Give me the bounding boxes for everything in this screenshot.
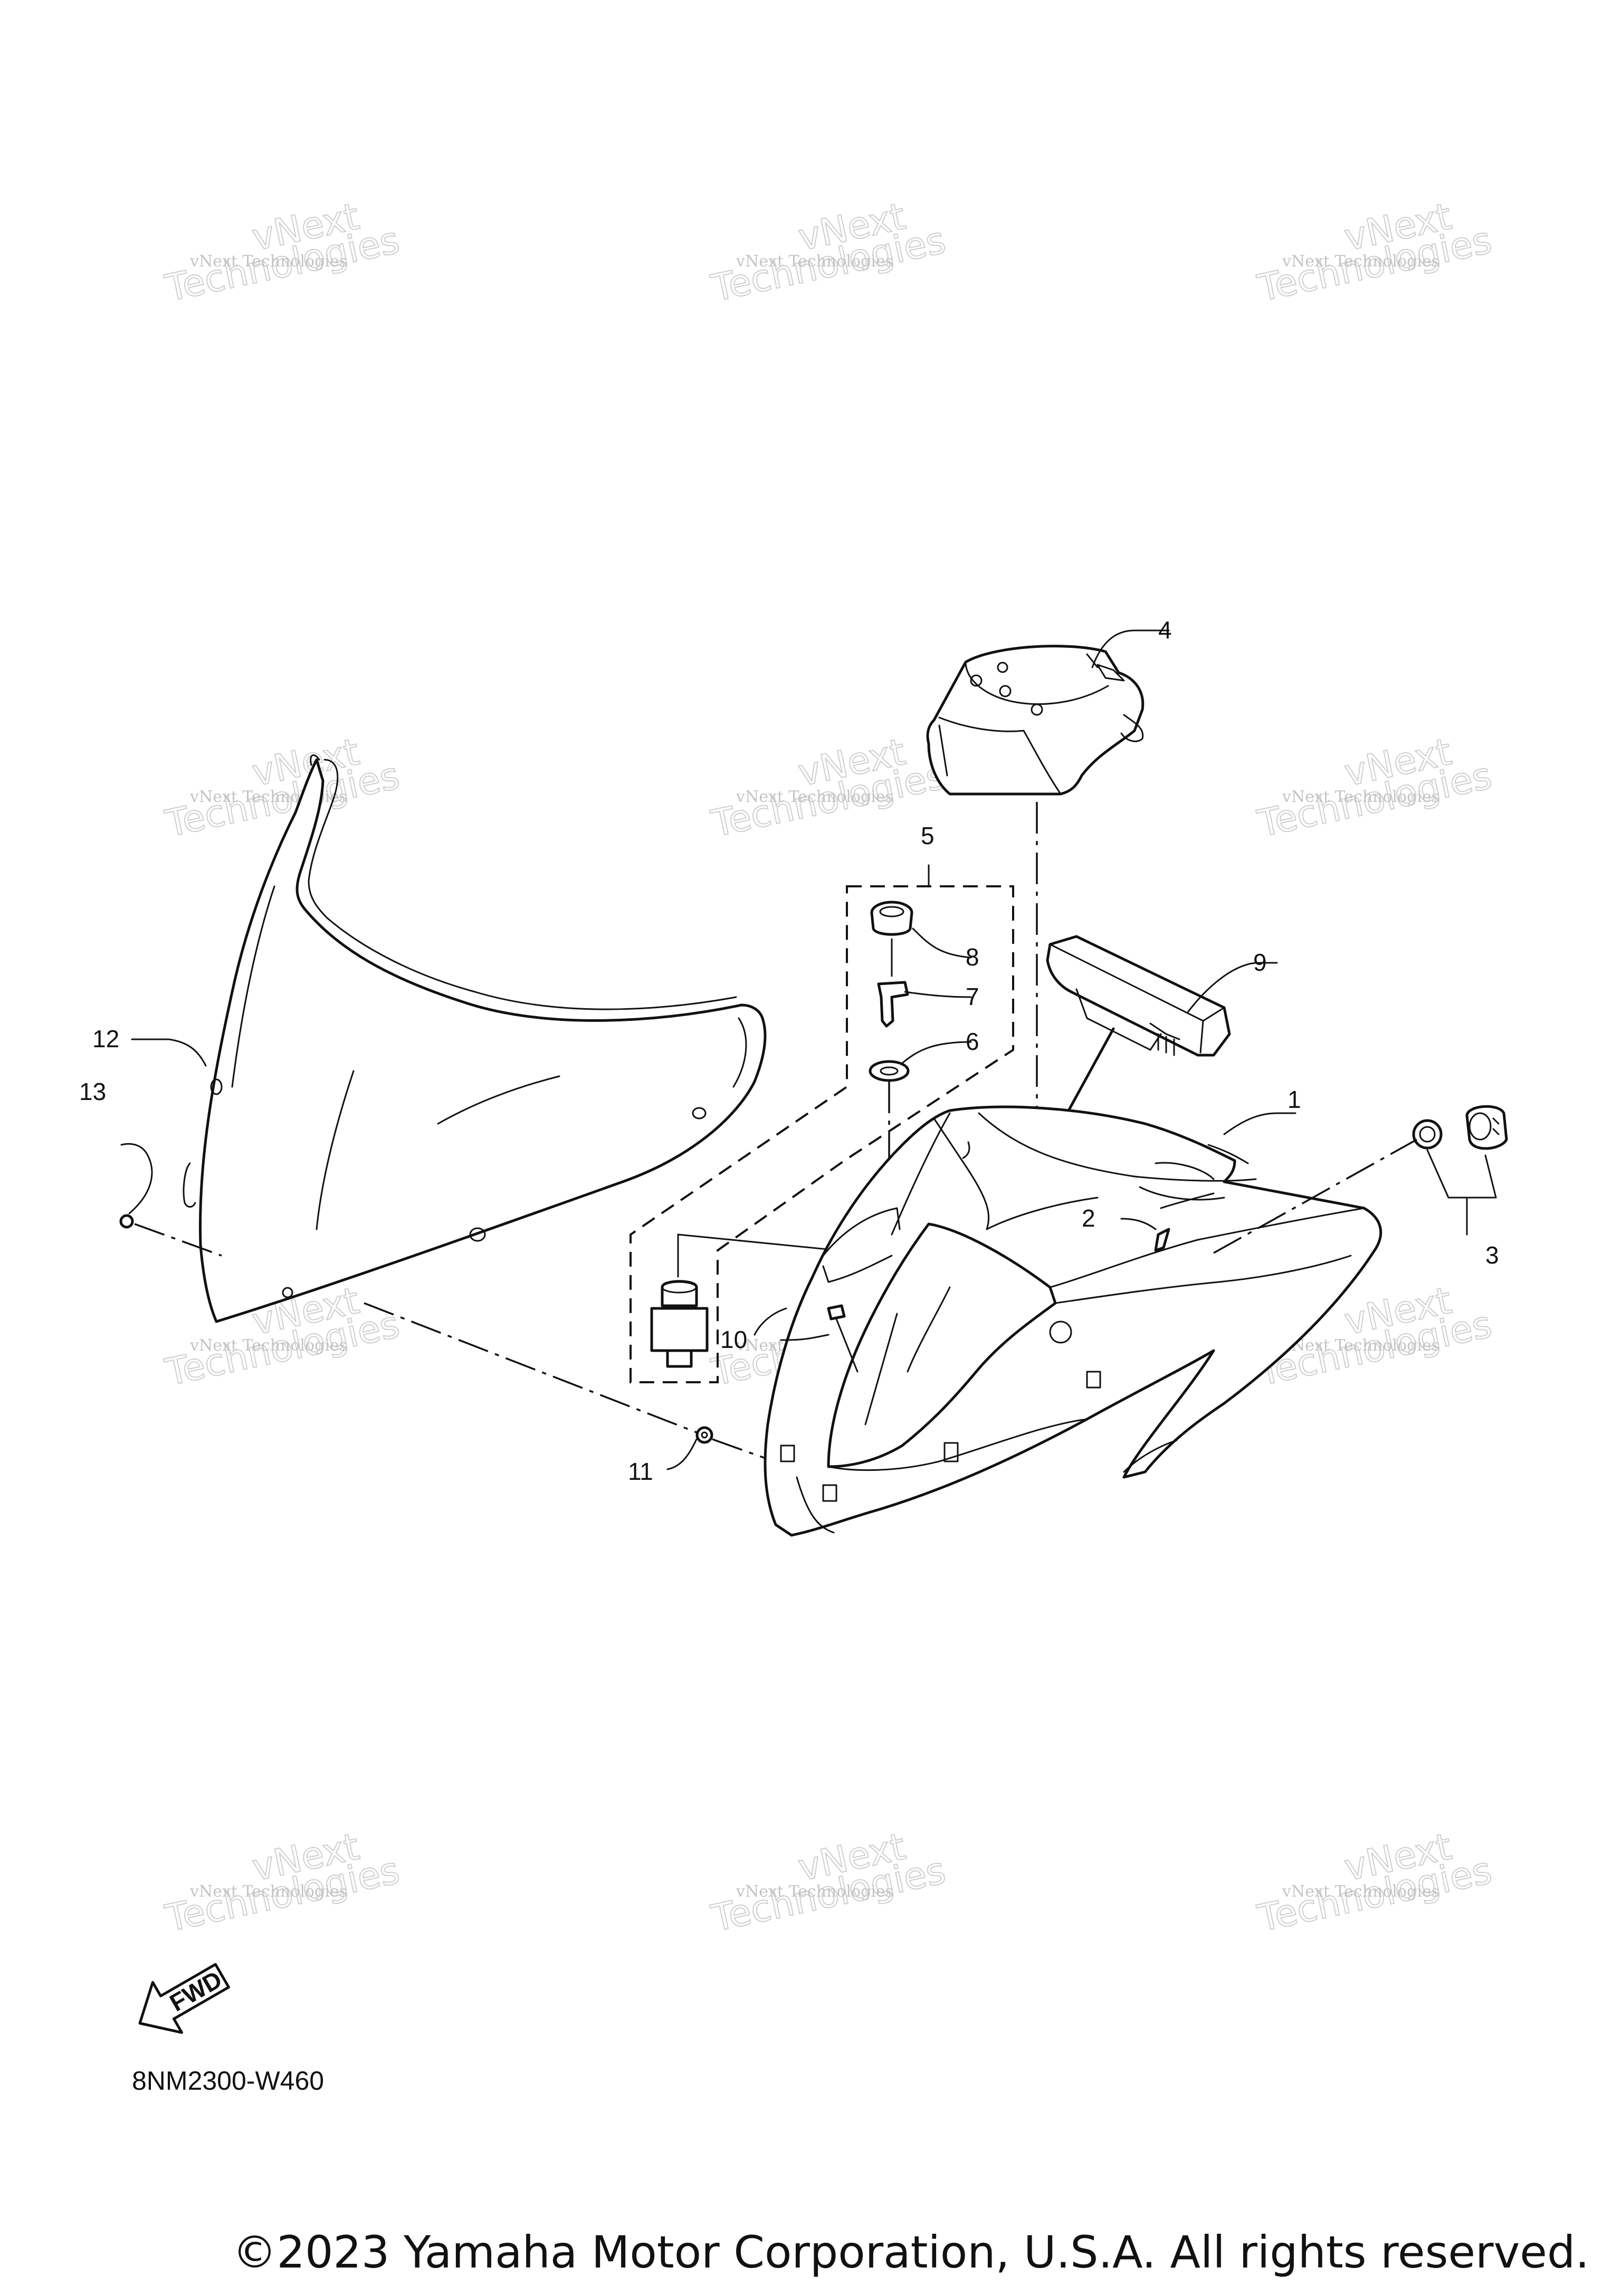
part-5-main-switch-set	[630, 864, 1014, 1383]
watermark-small: vNext Technologies	[189, 788, 347, 806]
watermark-small: vNext Technologies	[189, 252, 347, 271]
callout-2: 2	[1082, 1204, 1095, 1232]
callout-7: 7	[966, 983, 979, 1010]
fwd-arrow-icon: FWD	[138, 1963, 230, 2034]
watermark-small: vNext Technologies	[189, 1336, 347, 1355]
main-switch-body	[650, 1233, 893, 1368]
part-2-clip	[1120, 1218, 1170, 1252]
callout-4: 4	[1158, 616, 1172, 644]
callout-6: 6	[966, 1028, 979, 1055]
callout-10: 10	[720, 1326, 747, 1353]
callout-13: 13	[79, 1078, 106, 1105]
diagram-code: 8NM2300-W460	[132, 2066, 325, 2096]
watermark-small: vNext Technologies	[189, 1882, 347, 1901]
callout-3: 3	[1485, 1241, 1499, 1269]
callout-labels: 1 2 3 4 5 6 7 8 9 10 11 12 13	[79, 616, 1499, 1485]
part-4-meter-cover	[926, 629, 1170, 1266]
part-13-screw	[119, 1143, 222, 1257]
part-7-key	[877, 981, 972, 1028]
watermark-small: vNext Technologies	[736, 788, 893, 806]
part-12-windshield	[183, 754, 767, 1323]
callout-9: 9	[1253, 949, 1267, 976]
watermark-small: vNext Technologies	[736, 1882, 893, 1901]
watermark-small: vNext Technologies	[1282, 1882, 1439, 1901]
callout-5: 5	[921, 822, 935, 849]
part-8-cap	[870, 901, 972, 977]
watermark-small: vNext Technologies	[1282, 788, 1439, 806]
part-10-screw	[780, 1304, 859, 1373]
leader-lines	[131, 1038, 787, 1336]
callout-11: 11	[628, 1458, 653, 1485]
watermark-small: vNext Technologies	[1282, 1336, 1439, 1355]
part-3-socket	[1213, 1105, 1508, 1254]
watermark-small: vNext Technologies	[1282, 252, 1439, 271]
copyright-notice: ©2023 Yamaha Motor Corporation, U.S.A. A…	[232, 2226, 1589, 2278]
callout-8: 8	[966, 943, 979, 971]
callout-12: 12	[92, 1025, 119, 1053]
part-1-front-cowl	[764, 1105, 1382, 1537]
watermark-small: vNext Technologies	[736, 252, 893, 271]
callout-1: 1	[1288, 1086, 1301, 1113]
